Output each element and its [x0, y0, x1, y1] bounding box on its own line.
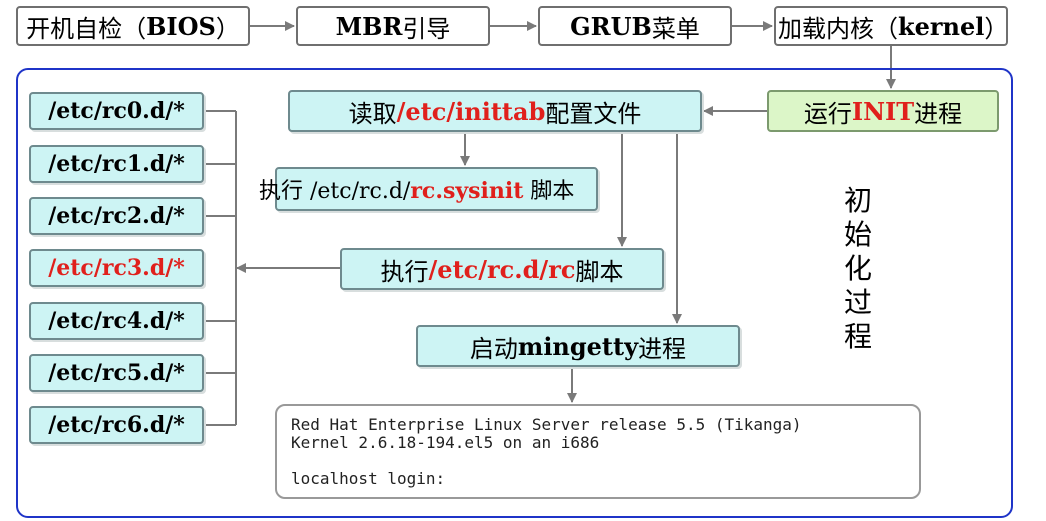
read-inittab-prefix: 读取 — [348, 99, 397, 128]
exec-sysinit-box: 执行 /etc/rc.d/rc.sysinit 脚本 — [259, 167, 598, 211]
kernel-suffix: ） — [984, 14, 1009, 43]
exec-rc-highlight: /etc/rc.d/rc — [428, 254, 576, 284]
runlevel-1-box: /etc/rc1.d/* — [29, 145, 204, 183]
mingetty-prefix: 启动 — [469, 334, 518, 363]
run-init-prefix: 运行 — [803, 99, 852, 128]
runlevel-0-box: /etc/rc0.d/* — [29, 92, 204, 130]
runlevel-6-box: /etc/rc6.d/* — [29, 406, 204, 444]
terminal-login-prompt: localhost login: — [291, 469, 446, 488]
read-inittab-highlight: /etc/inittab — [396, 96, 546, 126]
runlevel-6-label: /etc/rc6.d/* — [48, 412, 185, 438]
exec-sysinit-highlight: rc.sysinit — [410, 178, 524, 204]
grub-suffix: 菜单 — [651, 14, 700, 43]
terminal-release-line: Red Hat Enterprise Linux Server release … — [291, 415, 802, 434]
run-init-highlight: INIT — [851, 96, 915, 126]
exec-rc-suffix: 脚本 — [575, 257, 624, 286]
side-char-4: 过 — [843, 286, 872, 319]
run-init-suffix: 进程 — [914, 99, 963, 128]
runlevel-3-label: /etc/rc3.d/* — [48, 255, 185, 281]
side-char-2: 始 — [843, 218, 872, 251]
bios-selftest-box: 开机自检（BIOS） — [16, 6, 250, 46]
login-terminal: Red Hat Enterprise Linux Server release … — [275, 404, 921, 499]
runlevel-1-label: /etc/rc1.d/* — [48, 151, 185, 177]
bios-suffix: ） — [215, 14, 240, 43]
runlevel-4-label: /etc/rc4.d/* — [48, 308, 185, 334]
runlevel-2-box: /etc/rc2.d/* — [29, 197, 204, 235]
mbr-suffix: 引导 — [402, 14, 451, 43]
mingetty-label: mingetty — [517, 331, 639, 361]
bios-prefix: 开机自检（ — [26, 14, 147, 43]
mbr-label: MBR — [335, 11, 403, 41]
runlevel-0-label: /etc/rc0.d/* — [48, 98, 185, 124]
init-process-vertical-label: 初 始 化 过 程 — [838, 184, 878, 354]
init-process-frame — [16, 68, 1013, 518]
runlevel-5-label: /etc/rc5.d/* — [48, 360, 185, 386]
runlevel-2-label: /etc/rc2.d/* — [48, 203, 185, 229]
mingetty-suffix: 进程 — [638, 334, 687, 363]
runlevel-5-box: /etc/rc5.d/* — [29, 354, 204, 392]
side-char-1: 初 — [843, 184, 872, 217]
kernel-label: kernel — [898, 11, 985, 41]
exec-sysinit-prefix: 执行 /etc/rc.d/ — [259, 179, 411, 204]
grub-label: GRUB — [570, 11, 652, 41]
side-char-3: 化 — [843, 252, 872, 285]
exec-rc-prefix: 执行 — [380, 257, 429, 286]
runlevel-4-box: /etc/rc4.d/* — [29, 302, 204, 340]
start-mingetty-box: 启动 mingetty 进程 — [416, 325, 740, 367]
exec-sysinit-suffix: 脚本 — [523, 179, 575, 204]
load-kernel-box: 加载内核（kernel） — [774, 6, 1008, 46]
bios-label: BIOS — [146, 11, 216, 41]
read-inittab-suffix: 配置文件 — [545, 99, 642, 128]
terminal-kernel-line: Kernel 2.6.18-194.el5 on an i686 — [291, 433, 600, 452]
run-init-box: 运行 INIT 进程 — [767, 90, 999, 132]
side-char-5: 程 — [843, 320, 872, 353]
runlevel-3-box: /etc/rc3.d/* — [29, 249, 204, 287]
kernel-prefix: 加载内核（ — [778, 14, 898, 43]
mbr-boot-box: MBR 引导 — [296, 6, 490, 46]
